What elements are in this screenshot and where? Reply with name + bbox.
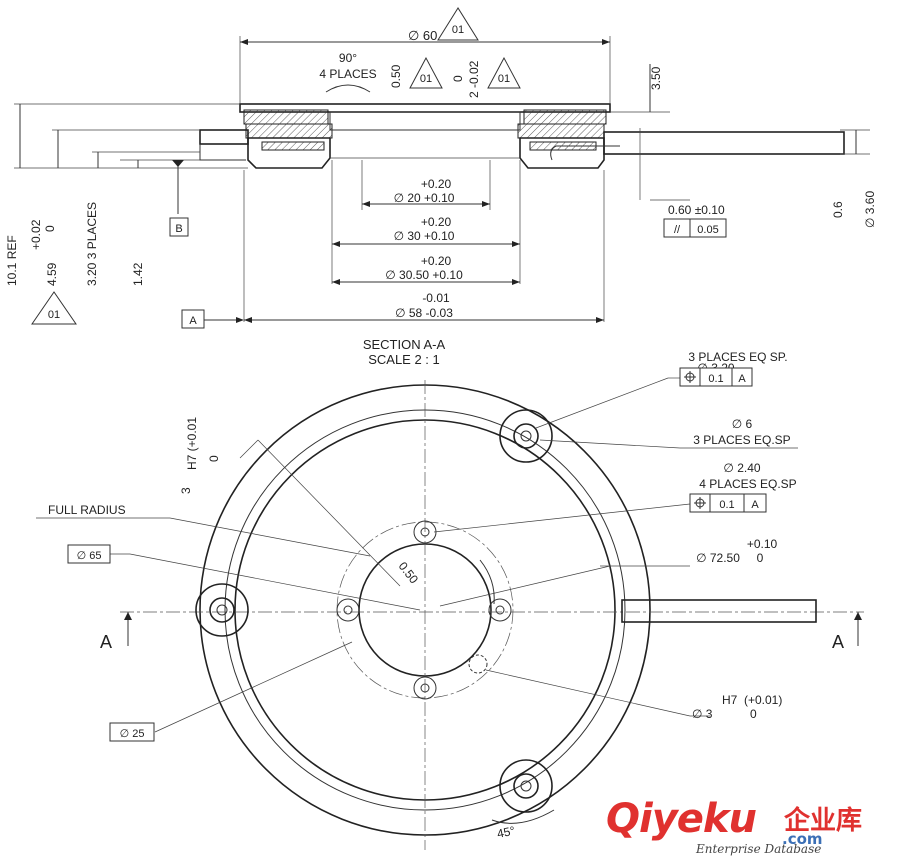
section-title: SECTION A-A <box>363 337 446 352</box>
cable-wire <box>550 145 620 161</box>
dim-d25-box: ∅ 25 <box>109 722 155 742</box>
section-hatch-left-top <box>243 109 329 125</box>
svg-text:B: B <box>175 223 182 235</box>
dim-four-places: 4 PLACES <box>319 67 376 81</box>
left-lower-body <box>247 137 331 169</box>
section-arrow-left: A <box>100 612 132 652</box>
svg-text:01: 01 <box>498 73 510 85</box>
watermark-brand: Qiyeku <box>606 796 757 842</box>
mount-lug-bottom-right <box>499 759 553 813</box>
svg-text:A: A <box>751 499 759 511</box>
section-hatch-left-mid <box>245 123 333 139</box>
dim-d30: ∅ 30 +0.10 <box>394 229 455 243</box>
dim-tol-0: 0 <box>43 225 57 232</box>
dim-d58: ∅ 58 -0.03 <box>395 306 453 320</box>
dim-d240-note: 4 PLACES EQ.SP <box>699 477 796 491</box>
datum-b: B <box>169 217 189 237</box>
dim-d3050-tol: +0.20 <box>421 254 452 268</box>
watermark-subtitle: Enterprise Database <box>696 842 822 856</box>
angle-45: 45° <box>496 823 517 841</box>
section-arrow-right: A <box>832 612 862 652</box>
h7-top-dia: 3 <box>179 487 193 494</box>
dim-06: 0.6 <box>831 201 845 218</box>
plan-cable-outlet <box>621 599 817 623</box>
dim-d320-note: 3 PLACES EQ SP. <box>688 350 787 364</box>
svg-text:0.1: 0.1 <box>708 373 723 385</box>
dim-d6: ∅ 6 <box>732 417 753 431</box>
section-hatch-right-mid <box>517 123 605 139</box>
datum-triangle-left: 01 <box>31 291 77 325</box>
dim-d20-tol: +0.20 <box>421 177 452 191</box>
svg-text:A: A <box>189 315 197 327</box>
left-flange <box>199 129 249 145</box>
svg-text://: // <box>674 224 681 236</box>
dim-d65-box: ∅ 65 <box>67 544 111 564</box>
dim-320-3pl: 3.20 3 PLACES <box>85 202 99 286</box>
dim-d58-tol: -0.01 <box>422 291 450 305</box>
h7-top-label: H7 (+0.01 <box>185 417 199 470</box>
full-radius-label: FULL RADIUS <box>48 503 126 517</box>
plan-view: A A ∅ 3.20 3 PLACES EQ SP. <box>36 350 864 850</box>
parallelism-fcf: // 0.05 <box>663 218 727 238</box>
dim-d240: ∅ 2.40 <box>723 461 760 475</box>
svg-text:A: A <box>738 373 746 385</box>
watermark-logo: Qiyeku 企业库 .com Enterprise Database <box>606 796 896 856</box>
dim-060: 0.60 ±0.10 <box>668 203 725 217</box>
dim-459: 4.59 <box>45 262 59 286</box>
dim-350: 3.50 <box>649 66 663 90</box>
svg-text:0.1: 0.1 <box>719 499 734 511</box>
dim-d30-tol: +0.20 <box>421 215 452 229</box>
dim-142: 1.42 <box>131 262 145 286</box>
dim-d20: ∅ 20 +0.10 <box>394 191 455 205</box>
dim-d7250: ∅ 72.50 <box>696 551 740 565</box>
h7-top-zero: 0 <box>207 455 221 462</box>
section-view: SECTION A-A SCALE 2 : 1 ∅ 60 01 90° 4 PL… <box>5 7 877 367</box>
dim-dev-2: 2 -0.02 <box>467 60 481 98</box>
svg-text:01: 01 <box>48 309 60 321</box>
dim-d3: ∅ 3 <box>692 707 713 721</box>
datum-triangle-mid-2: 01 <box>487 56 521 89</box>
watermark-com: .com <box>782 830 823 848</box>
dim-d6-note: 3 PLACES EQ.SP <box>693 433 790 447</box>
dim-tol-002: +0.02 <box>29 219 43 250</box>
left-step <box>199 144 246 161</box>
position-fcf-1: 0.1 A <box>679 367 753 387</box>
h7-zero: 0 <box>750 707 757 721</box>
h7-tol: (+0.01) <box>744 693 782 707</box>
svg-text:0.05: 0.05 <box>697 224 718 236</box>
h7-label: H7 <box>722 693 738 707</box>
dim-d60: ∅ 60 <box>408 28 437 43</box>
dim-angle-90: 90° <box>339 51 357 65</box>
svg-text:01: 01 <box>420 73 432 85</box>
datum-triangle-mid-1: 01 <box>409 56 443 89</box>
datum-triangle-top: 01 <box>437 7 479 41</box>
bore-top <box>329 111 521 131</box>
bolt-holes <box>336 520 512 700</box>
mount-lug-top-right <box>499 409 553 463</box>
dim-d360: ∅ 3.60 <box>863 191 877 228</box>
svg-text:∅ 25: ∅ 25 <box>120 728 145 740</box>
dim-d7250-tol: +0.10 <box>747 537 778 551</box>
cable-outlet <box>603 131 845 155</box>
svg-text:01: 01 <box>452 24 464 36</box>
mount-lug-left <box>195 583 249 637</box>
left-core <box>261 141 325 151</box>
svg-text:A: A <box>100 632 112 652</box>
dim-d3050: ∅ 30.50 +0.10 <box>385 268 463 282</box>
dim-dev-0: 0 <box>451 75 465 82</box>
dim-d7250-zero: 0 <box>757 551 764 565</box>
svg-text:∅ 65: ∅ 65 <box>77 550 102 562</box>
dim-ref101: 10.1 REF <box>5 235 19 286</box>
datum-a: A <box>181 309 244 329</box>
dim-050-top: 0.50 <box>389 64 403 88</box>
dim-050-plan: 0.50 <box>396 559 422 586</box>
section-hatch-right-top <box>523 109 607 125</box>
svg-text:A: A <box>832 632 844 652</box>
watermark-cn: 企业库 <box>784 806 863 836</box>
section-scale: SCALE 2 : 1 <box>368 352 440 367</box>
position-fcf-2: 0.1 A <box>689 493 767 513</box>
